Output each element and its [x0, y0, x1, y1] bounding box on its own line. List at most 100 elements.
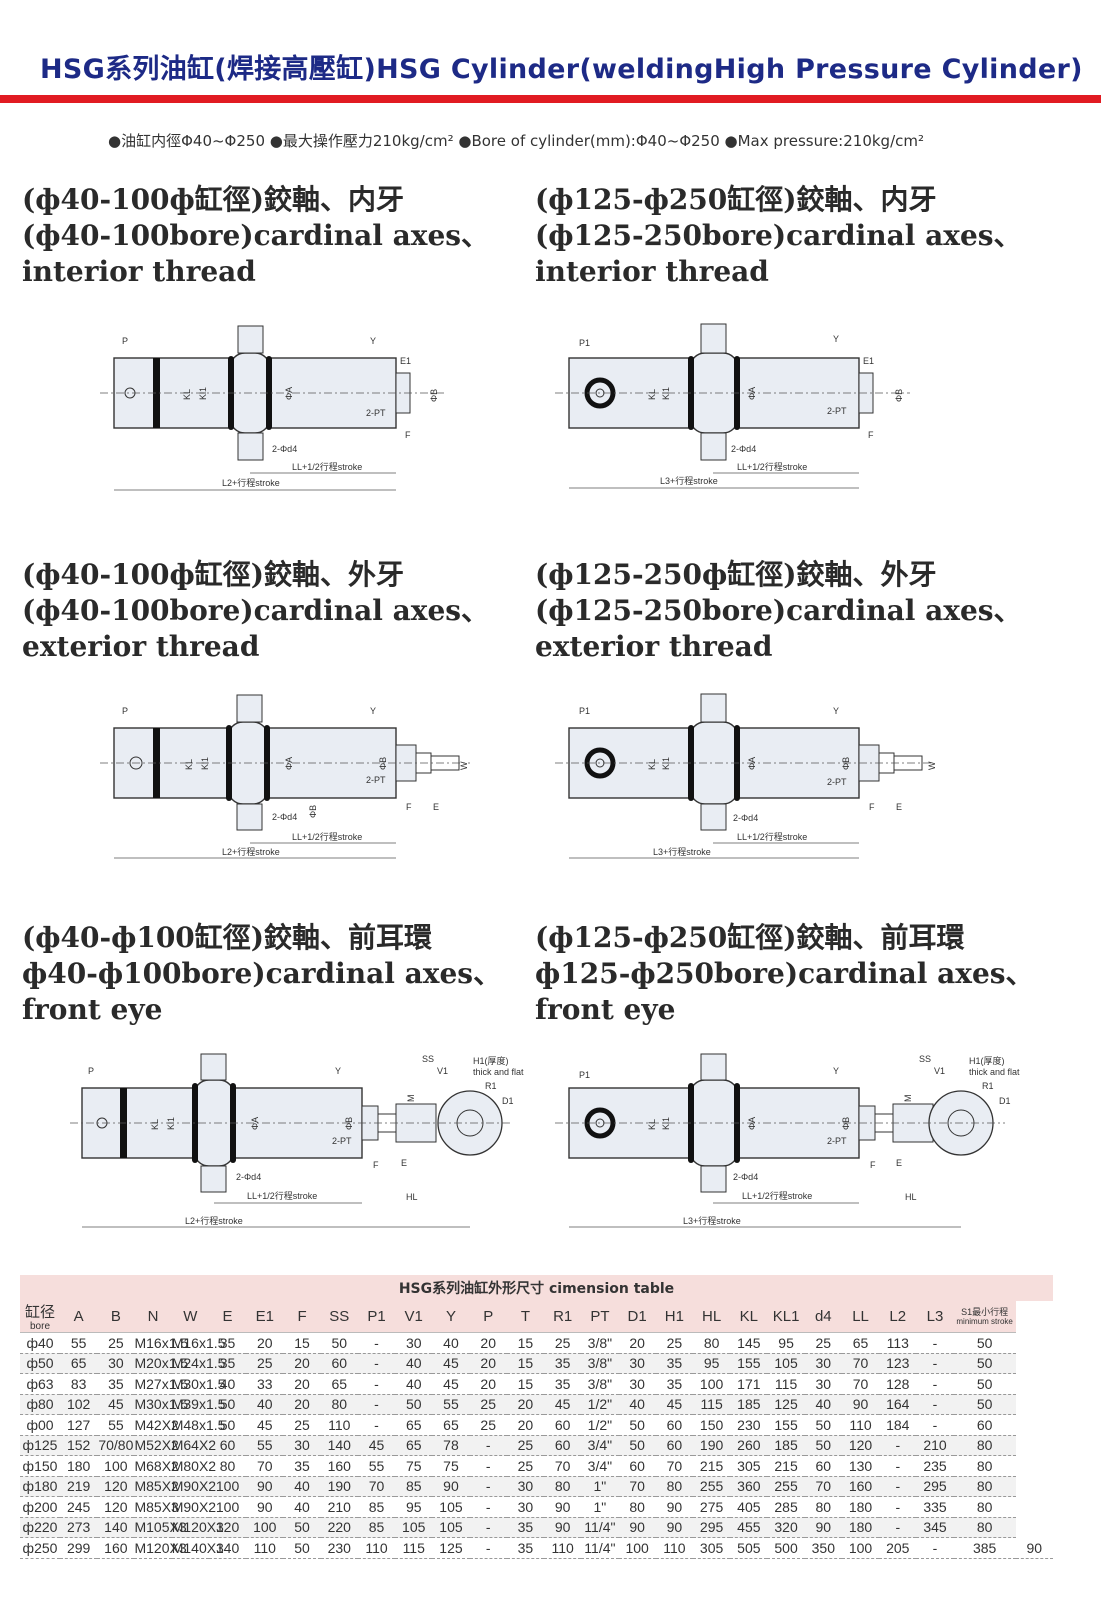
table-cell: 140	[320, 1435, 358, 1456]
dim-label: SS	[919, 1054, 931, 1064]
dim-label: 2-Φd4	[733, 1172, 758, 1182]
table-cell: 60	[208, 1435, 247, 1456]
table-cell: ф125	[20, 1435, 60, 1456]
table-cell: 20	[469, 1373, 507, 1395]
table-cell: 30	[283, 1435, 321, 1456]
table-cell: 80	[804, 1496, 842, 1518]
dim-label: LL+1/2行程stroke	[737, 831, 807, 842]
table-cell: 30	[506, 1476, 545, 1497]
dim-label: thick and flat	[473, 1067, 524, 1077]
table-cell: 85	[357, 1496, 396, 1518]
dim-label: 2-Φd4	[272, 444, 297, 454]
table-cell: 160	[97, 1537, 135, 1559]
table-cell: M85X2	[134, 1476, 179, 1497]
heading-line: (ф40-100bore)cardinal axes、	[22, 219, 490, 252]
table-cell: ф150	[20, 1455, 60, 1477]
table-cell: 385	[953, 1537, 1016, 1559]
table-cell: -	[357, 1394, 396, 1415]
table-cell: 345	[916, 1517, 954, 1538]
table-cell: 40	[283, 1476, 321, 1497]
table-cell: 65	[395, 1435, 433, 1456]
table-cell: ф50	[20, 1353, 60, 1374]
title-underline	[0, 95, 1101, 103]
table-cell: -	[469, 1496, 507, 1518]
dim-label: Y	[833, 706, 839, 716]
table-cell: 45	[655, 1394, 693, 1415]
table-cell: 60	[804, 1455, 842, 1477]
heading-line: exterior thread	[22, 630, 260, 663]
table-cell: 40	[804, 1394, 842, 1415]
table-header-cell: d4	[804, 1301, 842, 1333]
heading-line: (ф40-100ф缸徑)鉸軸、内牙	[22, 183, 405, 216]
section-heading-1: (ф40-100ф缸徑)鉸軸、内牙 (ф40-100bore)cardinal …	[22, 182, 489, 290]
table-cell: 335	[916, 1496, 954, 1518]
table-cell: 15	[283, 1332, 321, 1354]
table-cell: 15	[506, 1373, 545, 1395]
diagram-small-bore-interior-thread: P KL Kl1 ΦA Y E1 ΦB 2-PT F 2-Φd4 LL+1/2行…	[100, 318, 480, 496]
table-cell: M16x1.5	[171, 1332, 225, 1354]
table-cell: ф220	[20, 1517, 60, 1538]
table-cell: M80X2	[171, 1455, 216, 1477]
table-cell: 45	[97, 1394, 135, 1415]
table-cell: 40	[208, 1373, 247, 1395]
table-cell: 20	[283, 1394, 321, 1415]
table-cell: 360	[730, 1476, 768, 1497]
table-cell: 205	[879, 1537, 917, 1559]
table-cell: 80	[953, 1517, 1016, 1538]
table-cell: -	[469, 1517, 507, 1538]
table-header-cell: R1	[544, 1301, 582, 1333]
table-cell: 285	[767, 1496, 805, 1518]
table-cell: 140	[97, 1517, 135, 1538]
table-cell: 50	[208, 1414, 247, 1436]
dim-label: 2-PT	[827, 1136, 847, 1146]
table-cell: 35	[655, 1353, 693, 1374]
dim-label: HL	[406, 1192, 418, 1202]
table-cell: ф200	[20, 1496, 60, 1518]
table-cell: 155	[730, 1353, 768, 1374]
table-cell: 35	[544, 1353, 582, 1374]
table-cell: M39x1.5	[171, 1394, 225, 1415]
table-cell: 185	[730, 1394, 768, 1415]
dim-label: F	[868, 430, 874, 440]
table-cell: 150	[692, 1414, 731, 1436]
dim-label: H1(厚度)	[969, 1055, 1005, 1066]
dim-label: ΦB	[429, 389, 439, 402]
table-cell: 1"	[581, 1496, 619, 1518]
table-cell: 110	[655, 1537, 693, 1559]
dim-label: P	[122, 336, 128, 346]
dim-label: 2-PT	[366, 408, 386, 418]
table-cell: 55	[357, 1455, 396, 1477]
table-cell: 105	[395, 1517, 433, 1538]
table-cell: 20	[246, 1332, 284, 1354]
table-cell: 110	[357, 1537, 396, 1559]
table-cell: M30x1.5	[171, 1373, 225, 1395]
dim-label: M	[903, 1095, 913, 1103]
diagram-large-bore-interior-thread: P1 KL Kl1 ΦA Y E1 ΦB 2-PT F 2-Φd4 LL+1/2…	[555, 318, 935, 496]
dim-label: E1	[863, 356, 874, 366]
table-cell: -	[879, 1476, 917, 1497]
dim-label: E	[433, 802, 439, 812]
diagram-small-bore-front-eye: P KL Kl1 ΦA Y ΦB 2-PT SS V1 M H1(厚度) thi…	[70, 1048, 550, 1233]
table-cell: 80	[544, 1476, 582, 1497]
table-cell: 90	[544, 1496, 582, 1518]
table-header-cell: A	[60, 1301, 98, 1333]
dim-label: 2-Φd4	[731, 444, 756, 454]
table-cell: 210	[916, 1435, 954, 1456]
section-heading-4: (ф125-250ф缸徑)鉸軸、外牙 (ф125-250bore)cardina…	[535, 557, 1022, 665]
table-cell: 33	[246, 1373, 284, 1395]
heading-line: ф40-ф100bore)cardinal axes、	[22, 957, 502, 990]
dim-label: Kl1	[166, 1117, 176, 1130]
table-cell: 40	[283, 1496, 321, 1518]
table-header-cell: N	[134, 1301, 172, 1333]
table-cell: 100	[97, 1455, 135, 1477]
dim-label: 2-PT	[366, 775, 386, 785]
dim-label: 2-PT	[332, 1136, 352, 1146]
table-header-cell: D1	[618, 1301, 656, 1333]
table-cell: 65	[432, 1414, 470, 1436]
diagram-large-bore-exterior-thread: P1 KL Kl1 ΦA Y ΦB 2-PT W F E 2-Φd4 LL+1/…	[555, 690, 955, 868]
table-cell: -	[357, 1414, 396, 1436]
table-cell: 100	[208, 1476, 247, 1497]
table-cell: 102	[60, 1394, 98, 1415]
heading-line: (ф40-100ф缸徑)鉸軸、外牙	[22, 558, 405, 591]
